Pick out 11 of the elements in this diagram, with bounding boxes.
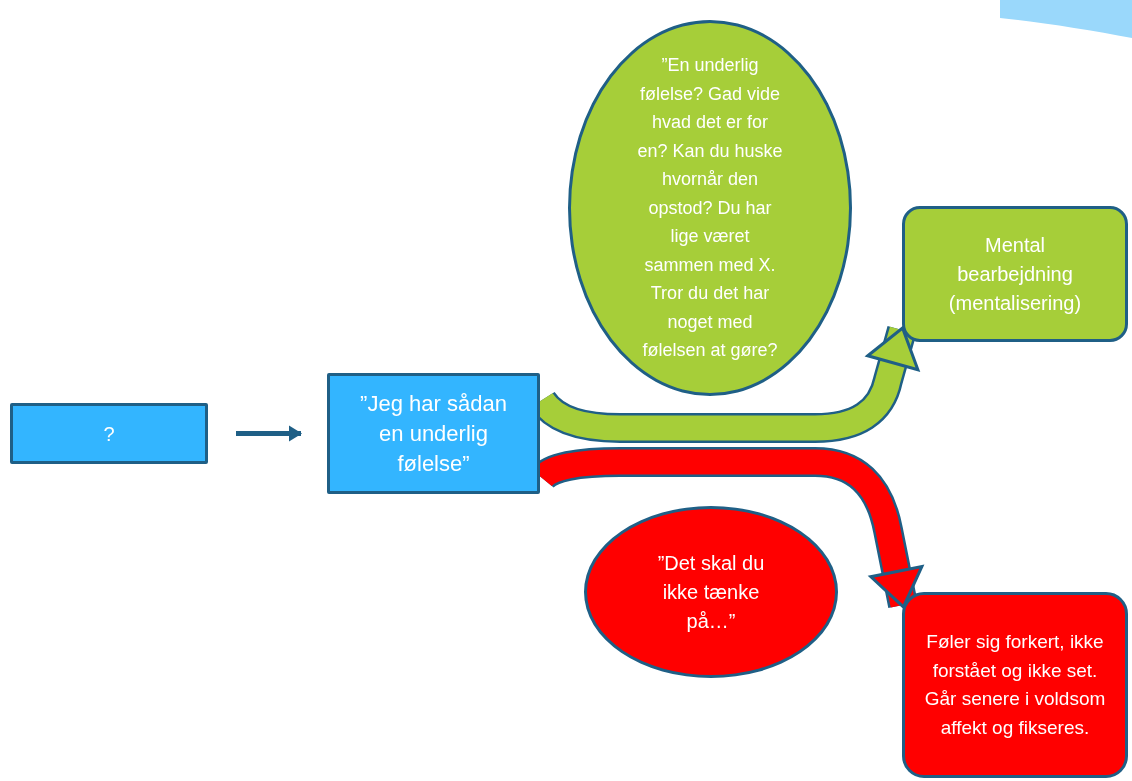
node-text: Føler sig forkert, ikke forstået og ikke set. Går senere i voldsom affekt og fikseres.	[923, 630, 1107, 740]
outcome-box	[902, 592, 1128, 778]
arrow	[236, 425, 302, 442]
node-text: ”Det skal du ikke tænke på…”	[656, 550, 766, 634]
node-text: ?	[102, 421, 116, 447]
outcome-box	[902, 206, 1128, 342]
process-box	[10, 403, 208, 464]
quote-box	[327, 373, 540, 494]
node-text: ”Jeg har sådan en underlig følelse”	[359, 389, 508, 478]
node-text: Mental bearbejdning (mentalisering)	[947, 232, 1083, 316]
node-text: ”En underlig følelse? Gad vide hvad det er for en? Kan du huske hvornår den opstod? Du har lige været sammen med X. Tror du det har noget med følelsen at gøre?	[636, 54, 784, 363]
